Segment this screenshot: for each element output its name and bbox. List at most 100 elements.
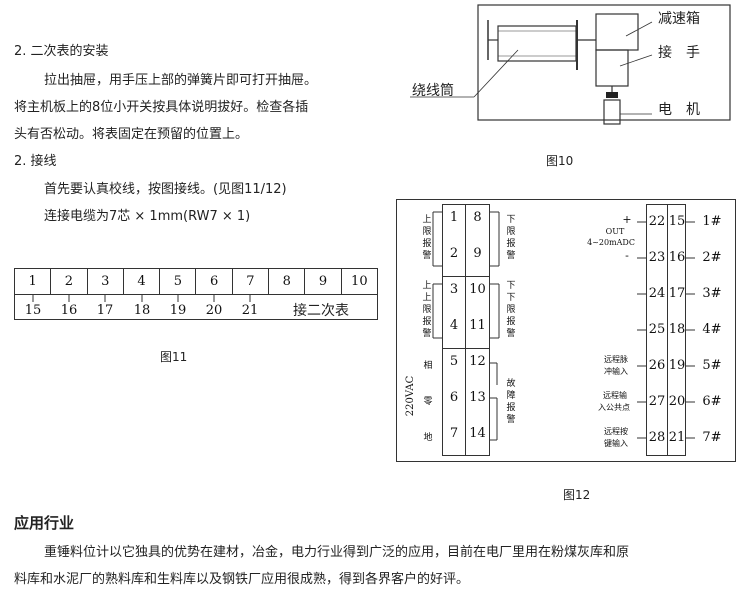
output-3: 3# bbox=[702, 286, 722, 301]
label-upper-upper-limit-alarm: 上上限报警 bbox=[422, 281, 432, 339]
figure-10-caption: 图10 bbox=[546, 154, 574, 168]
label-gearbox: 减速箱 bbox=[658, 11, 700, 27]
label-out: OUT bbox=[605, 227, 625, 236]
right-terminal-block bbox=[646, 204, 686, 456]
label-phase: 相 bbox=[423, 361, 433, 371]
label-fault-alarm: 故障报警 bbox=[506, 379, 516, 425]
rterm-18: 18 bbox=[668, 322, 686, 337]
label-out-range: 4~20mADC bbox=[587, 238, 635, 247]
label-drum: 绕线筒 bbox=[412, 83, 454, 99]
terminal-7: 7 bbox=[233, 269, 270, 294]
rterm-22: 22 bbox=[648, 214, 666, 229]
figure-12-wires bbox=[432, 211, 695, 441]
right-block-divider bbox=[667, 204, 668, 456]
lterm-6: 6 bbox=[449, 390, 459, 405]
rterm-25: 25 bbox=[648, 322, 666, 337]
label-to-secondary-meter: 接二次表 bbox=[293, 303, 349, 319]
rterm-21: 21 bbox=[668, 430, 686, 445]
install-line-1: 拉出抽屉，用手压上部的弹簧片即可打开抽屉。 bbox=[44, 73, 318, 88]
application-line-2: 料库和水泥厂的熟料库和生料库以及钢铁厂应用很成熟，得到各界客户的好评。 bbox=[14, 572, 470, 587]
wiring-line-2: 连接电缆为7芯 × 1mm(RW7 × 1) bbox=[44, 209, 251, 224]
lterm-3: 3 bbox=[449, 282, 459, 297]
label-remote-pulse-2: 冲输入 bbox=[604, 367, 628, 376]
label-remote-key-1: 远程按 bbox=[604, 427, 628, 436]
label-joint: 接 手 bbox=[658, 45, 700, 61]
terminal-row: 1 2 3 4 5 6 7 8 9 10 bbox=[15, 269, 377, 295]
application-line-1: 重锤料位计以它独具的优势在建材，冶金，电力行业得到广泛的应用，目前在电厂里用在粉… bbox=[44, 545, 630, 560]
output-7: 7# bbox=[702, 430, 722, 445]
left-terminal-block bbox=[442, 204, 490, 456]
label-plus: + bbox=[622, 213, 632, 226]
wire-15: 15 bbox=[24, 303, 42, 318]
label-motor: 电 机 bbox=[658, 102, 700, 118]
rterm-17: 17 bbox=[668, 286, 686, 301]
lterm-13: 13 bbox=[469, 390, 486, 405]
rterm-16: 16 bbox=[668, 250, 686, 265]
rterm-15: 15 bbox=[668, 214, 686, 229]
label-minus: - bbox=[625, 249, 629, 262]
lterm-5: 5 bbox=[449, 354, 459, 369]
lterm-12: 12 bbox=[469, 354, 486, 369]
rterm-26: 26 bbox=[648, 358, 666, 373]
figure-12: 1 2 3 4 5 6 7 8 9 10 11 12 13 14 上限报警 上上… bbox=[396, 199, 736, 462]
terminal-9: 9 bbox=[305, 269, 342, 294]
terminal-2: 2 bbox=[51, 269, 88, 294]
rterm-23: 23 bbox=[648, 250, 666, 265]
terminal-3: 3 bbox=[88, 269, 124, 294]
rterm-27: 27 bbox=[648, 394, 666, 409]
label-remote-common-1: 远程输 bbox=[603, 391, 627, 400]
label-remote-pulse-1: 远程脉 bbox=[604, 355, 628, 364]
lterm-7: 7 bbox=[449, 426, 459, 441]
wire-21: 21 bbox=[241, 303, 259, 318]
terminal-1: 1 bbox=[15, 269, 52, 294]
left-block-rule-2 bbox=[442, 348, 490, 349]
figure-11: 1 2 3 4 5 6 7 8 9 10 15 16 17 18 19 20 2… bbox=[14, 268, 378, 320]
application-heading: 应用行业 bbox=[14, 514, 75, 532]
lterm-2: 2 bbox=[449, 246, 459, 261]
output-5: 5# bbox=[702, 358, 722, 373]
label-remote-common-2: 入公共点 bbox=[598, 403, 630, 412]
output-4: 4# bbox=[702, 322, 722, 337]
lterm-4: 4 bbox=[449, 318, 459, 333]
left-block-rule-1 bbox=[442, 276, 490, 277]
install-line-3: 头有否松动。将表固定在预留的位置上。 bbox=[14, 127, 249, 142]
figure-11-caption: 图11 bbox=[160, 350, 188, 364]
label-ground: 地 bbox=[423, 433, 433, 443]
wire-20: 20 bbox=[205, 303, 223, 318]
wire-16: 16 bbox=[60, 303, 78, 318]
lterm-11: 11 bbox=[469, 318, 486, 333]
label-remote-key-2: 键输入 bbox=[604, 439, 628, 448]
rterm-19: 19 bbox=[668, 358, 686, 373]
wire-17: 17 bbox=[96, 303, 114, 318]
wiring-line-1: 首先要认真校线，按图接线。(见图11/12) bbox=[44, 182, 287, 197]
rterm-24: 24 bbox=[648, 286, 666, 301]
label-lower-lower-limit-alarm: 下下限报警 bbox=[506, 281, 516, 339]
lterm-10: 10 bbox=[469, 282, 486, 297]
figure-10: 减速箱 接 手 电 机 绕线筒 bbox=[400, 0, 740, 150]
rterm-20: 20 bbox=[668, 394, 686, 409]
wire-18: 18 bbox=[133, 303, 151, 318]
output-6: 6# bbox=[702, 394, 722, 409]
lterm-1: 1 bbox=[449, 210, 459, 225]
lterm-9: 9 bbox=[473, 246, 482, 261]
terminal-4: 4 bbox=[124, 269, 161, 294]
install-line-2: 将主机板上的8位小开关按具体说明拔好。检查各插 bbox=[14, 100, 309, 115]
terminal-10: 10 bbox=[351, 274, 368, 289]
left-block-divider bbox=[465, 204, 466, 456]
terminal-5: 5 bbox=[160, 269, 197, 294]
label-upper-limit-alarm: 上限报警 bbox=[422, 215, 432, 261]
terminal-8: 8 bbox=[269, 269, 306, 294]
output-1: 1# bbox=[702, 214, 722, 229]
wire-19: 19 bbox=[169, 303, 187, 318]
wiring-heading: 2. 接线 bbox=[14, 154, 57, 169]
terminal-ticks bbox=[32, 294, 251, 302]
figure-12-caption: 图12 bbox=[563, 488, 591, 502]
label-neutral: 零 bbox=[423, 397, 433, 407]
figure-10-drawing bbox=[410, 4, 731, 125]
lterm-8: 8 bbox=[473, 210, 482, 225]
output-2: 2# bbox=[702, 250, 722, 265]
rterm-28: 28 bbox=[648, 430, 666, 445]
install-heading: 2. 二次表的安装 bbox=[14, 44, 109, 59]
terminal-6: 6 bbox=[196, 269, 233, 294]
label-lower-limit-alarm: 下限报警 bbox=[506, 215, 516, 261]
